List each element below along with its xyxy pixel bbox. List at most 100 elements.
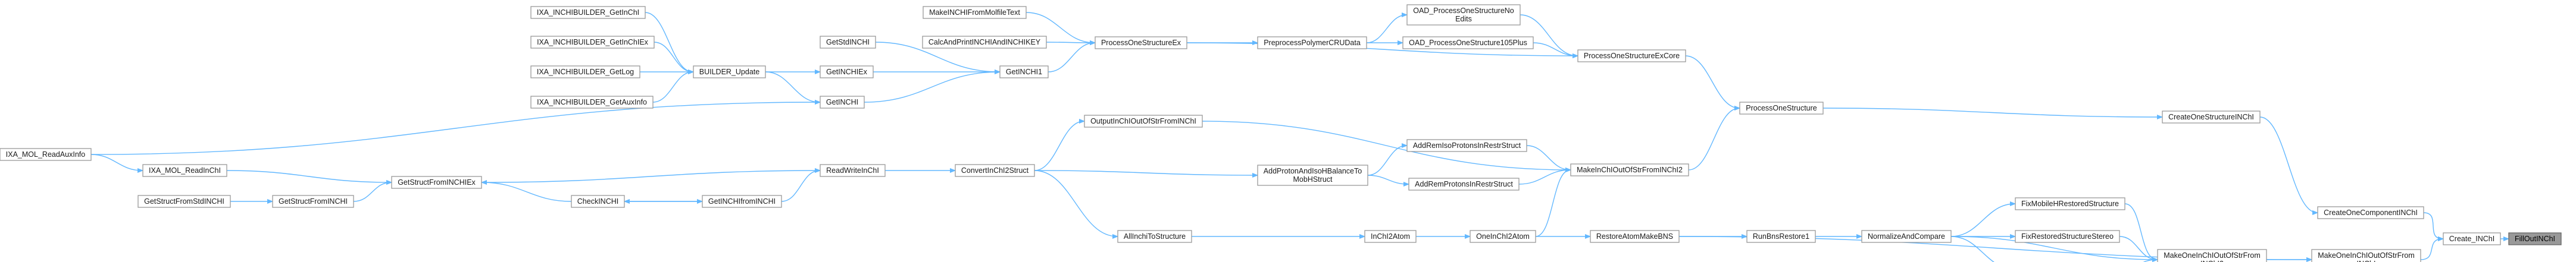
node-oneinchi2atom[interactable]: OneInChI2Atom — [1470, 230, 1536, 243]
node-getinchiex[interactable]: GetINCHIEx — [820, 65, 874, 78]
edge-oad-processonestructure105plus-to-processonestructureexcore — [1533, 42, 1577, 56]
node-processonestructureexcore[interactable]: ProcessOneStructureExCore — [1577, 49, 1686, 62]
node-label: FixRestoredStructureStereo — [2021, 232, 2114, 241]
node-fixrestoredstructurestereo[interactable]: FixRestoredStructureStereo — [2015, 230, 2120, 243]
node-label: MakeOneInChIOutOfStrFrom — [2164, 251, 2261, 260]
node-box — [391, 176, 482, 189]
edge-convertinchi2struct-to-allinchitostructure — [1034, 170, 1117, 236]
node-box — [820, 164, 886, 177]
node-ixa-mol-readauxinfo[interactable]: IXA_MOL_ReadAuxInfo — [0, 148, 92, 161]
node-getstdinchi[interactable]: GetStdINCHI — [820, 36, 876, 49]
node-createonecomponentinchi[interactable]: CreateOneComponentINChI — [2317, 206, 2424, 219]
node-box — [820, 96, 865, 109]
edge-fixrestoredstructurestereo-to-makeoneinchioutofstrfrominchi2 — [2119, 236, 2157, 260]
node-box — [530, 96, 654, 109]
node-processonestructure[interactable]: ProcessOneStructure — [1739, 102, 1824, 115]
node-makeinchioutofstrfrominchi2[interactable]: MakeInChIOutOfStrFromINChI2 — [1570, 163, 1689, 176]
node-builder-update[interactable]: BUILDER_Update — [693, 65, 766, 78]
edge-calcandprintinchiandinchikey-to-processonestructureex — [1046, 42, 1095, 43]
node-ixa-inchibuilder-getinchi[interactable]: IXA_INCHIBUILDER_GetInChI — [530, 6, 646, 19]
node-restoreatommakebns[interactable]: RestoreAtomMakeBNS — [1590, 230, 1680, 243]
node-box — [702, 195, 782, 208]
node-inchi2atom[interactable]: InChI2Atom — [1364, 230, 1417, 243]
node-convertinchi2struct[interactable]: ConvertInChI2Struct — [955, 164, 1035, 177]
node-label: OAD_ProcessOneStructure105Plus — [1409, 39, 1527, 47]
edge-processonestructure-to-createonestructureinchi — [1822, 108, 2162, 117]
edge-getstructfrominchi-to-getstructfrominchiex — [353, 182, 391, 202]
edge-checkinchi-to-getstructfrominchiex — [482, 182, 572, 202]
node-runbnsrestore1[interactable]: RunBnsRestore1 — [1746, 230, 1816, 243]
node-ixa-inchibuilder-getlog[interactable]: IXA_INCHIBUILDER_GetLog — [530, 65, 640, 78]
node-label: ReadWriteInChI — [826, 166, 879, 175]
node-box — [2162, 111, 2261, 124]
node-ixa-inchibuilder-getauxinfo[interactable]: IXA_INCHIBUILDER_GetAuxInfo — [530, 96, 654, 109]
node-box — [1408, 178, 1520, 191]
node-label: MobHStruct — [1293, 175, 1333, 184]
node-getinchi1[interactable]: GetINCHI1 — [999, 65, 1049, 78]
node-box — [1746, 230, 1816, 243]
edge-normalizeandcompare-to-makeoneinchioutofstrfrominchi2 — [1950, 236, 2157, 260]
node-label: ConvertInChI2Struct — [961, 166, 1029, 175]
node-label: CreateOneStructureINChI — [2168, 113, 2254, 121]
node-allinchitostructure[interactable]: AllInchiToStructure — [1117, 230, 1192, 243]
node-preprocesspolymercrudata[interactable]: PreprocessPolymerCRUData — [1257, 36, 1367, 49]
node-create-inchi[interactable]: Create_INChI — [2443, 232, 2501, 245]
node-oad-processonestructure105plus[interactable]: OAD_ProcessOneStructure105Plus — [1402, 36, 1534, 49]
node-box — [1257, 36, 1367, 49]
node-label: AddProtonAndIsoHBalanceTo — [1264, 167, 1362, 175]
node-ixa-inchibuilder-getinchiex[interactable]: IXA_INCHIBUILDER_GetInChIEx — [530, 36, 655, 49]
node-label: FillOutINChI — [2515, 235, 2555, 243]
node-ixa-mol-readinchi[interactable]: IXA_MOL_ReadInChI — [142, 164, 227, 177]
node-normalizeandcompare[interactable]: NormalizeAndCompare — [1861, 230, 1952, 243]
node-box — [0, 148, 92, 161]
node-addremprotonsinrestrstruct[interactable]: AddRemProtonsInRestrStruct — [1408, 178, 1520, 191]
node-label: RestoreAtomMakeBNS — [1596, 232, 1673, 241]
edge-fixmobilehrestoredstructure-to-makeoneinchioutofstrfrominchi2 — [2124, 203, 2157, 260]
edge-addprotonandisohbalancetomobhstruct-to-addremisoprotonsinrestrstruct — [1367, 146, 1406, 176]
node-processonestructureex[interactable]: ProcessOneStructureEx — [1095, 36, 1187, 49]
node-getstructfrominchi[interactable]: GetStructFromINCHI — [272, 195, 354, 208]
node-label: GetStructFromINCHIEx — [398, 178, 476, 187]
node-getinchifrominchi[interactable]: GetINCHIfromINCHI — [702, 195, 782, 208]
node-outputinchioutofstrfrominchi[interactable]: OutputInChIOutOfStrFromINChI — [1084, 115, 1203, 128]
node-makeoneinchioutofstrfrominchi2[interactable]: MakeOneInChIOutOfStrFromINChI2 — [2157, 249, 2267, 262]
node-box — [820, 65, 874, 78]
edge-preprocesspolymercrudata-to-oad-processonestructurenoedits — [1366, 15, 1406, 43]
node-addremisoprotonsinrestrstruct[interactable]: AddRemIsoProtonsInRestrStruct — [1406, 139, 1527, 152]
node-label: FixMobileHRestoredStructure — [2021, 200, 2119, 208]
node-box — [693, 65, 766, 78]
node-box — [1117, 230, 1192, 243]
node-label: AddRemProtonsInRestrStruct — [1415, 180, 1513, 188]
node-box — [530, 65, 640, 78]
node-calcandprintinchiandinchikey[interactable]: CalcAndPrintINCHIAndINCHIKEY — [922, 36, 1047, 49]
node-label: ProcessOneStructureEx — [1101, 39, 1181, 47]
node-label: OneInChI2Atom — [1476, 232, 1530, 241]
edge-addremisoprotonsinrestrstruct-to-makeinchioutofstrfrominchi2 — [1526, 145, 1570, 170]
edge-layer — [90, 12, 2508, 262]
node-makeoneinchioutofstrfrominchi[interactable]: MakeOneInChIOutOfStrFromINChI — [2311, 249, 2421, 262]
node-box — [142, 164, 227, 177]
node-getstructfrominchiex[interactable]: GetStructFromINCHIEx — [391, 176, 482, 189]
node-getinchi[interactable]: GetINCHI — [820, 96, 865, 109]
node-label: PreprocessPolymerCRUData — [1264, 39, 1361, 47]
node-label: InChI2Atom — [1371, 232, 1410, 241]
node-readwriteinchi[interactable]: ReadWriteInChI — [820, 164, 886, 177]
node-makeinchifrommolfiletext[interactable]: MakeINCHIFromMolfileText — [923, 6, 1027, 19]
node-box — [272, 195, 354, 208]
node-getstructfromstdinchi[interactable]: GetStructFromStdINCHI — [137, 195, 231, 208]
node-filloutinchi[interactable]: FillOutINChI — [2508, 232, 2562, 245]
node-box — [530, 6, 646, 19]
node-checkinchi[interactable]: CheckINCHI — [571, 195, 625, 208]
node-label: MakeInChIOutOfStrFromINChI2 — [1577, 166, 1683, 174]
edge-ixa-inchibuilder-getinchi-to-builder-update — [645, 12, 693, 72]
node-label: IXA_MOL_ReadInChI — [149, 166, 221, 175]
node-label: CreateOneComponentINChI — [2324, 209, 2418, 217]
node-fixmobilehrestoredstructure[interactable]: FixMobileHRestoredStructure — [2015, 197, 2125, 210]
node-label: CheckINCHI — [577, 197, 618, 206]
node-box — [820, 36, 876, 49]
node-box — [1402, 36, 1534, 49]
node-createonestructureinchi[interactable]: CreateOneStructureINChI — [2162, 111, 2261, 124]
edge-ixa-mol-readinchi-to-getstructfrominchiex — [226, 170, 391, 182]
